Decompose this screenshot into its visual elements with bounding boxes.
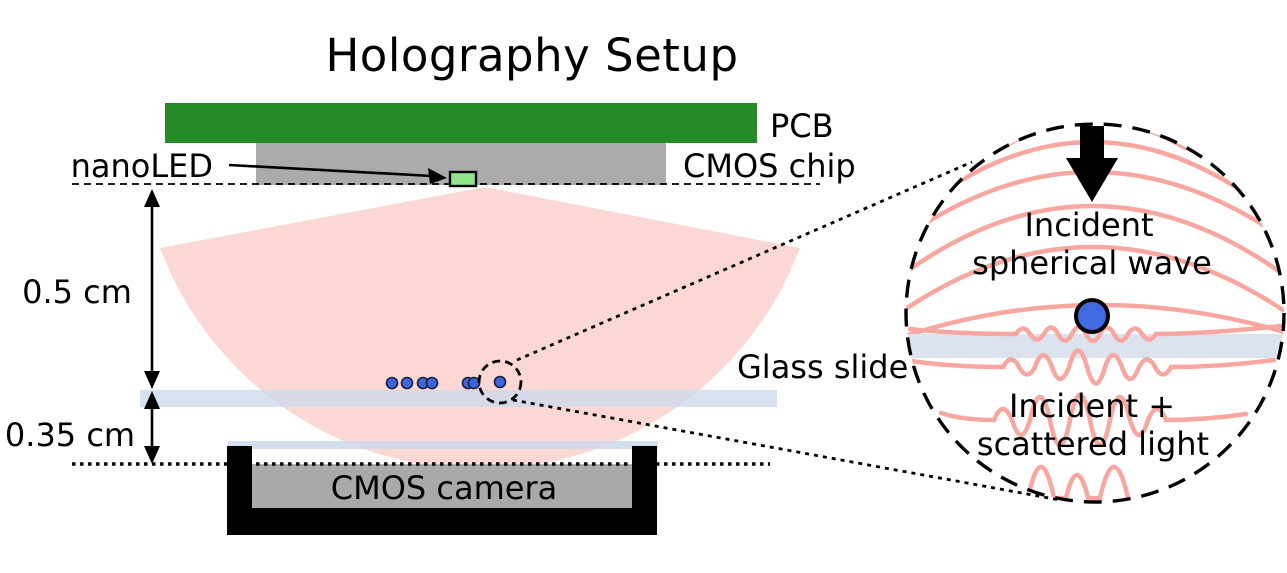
scattered-wave-bottom	[1025, 464, 1131, 501]
scattered-waves	[907, 323, 1284, 501]
scattered-wave-below-1	[908, 348, 1277, 386]
cmos-camera-label: CMOS camera	[331, 469, 557, 507]
arrowhead	[428, 168, 447, 184]
camera-sensor-body	[252, 464, 632, 510]
zoom-connector-bottom	[512, 398, 1061, 502]
particle-dot	[467, 376, 481, 390]
glass-slide-label: Glass slide	[737, 348, 908, 386]
distance-led-slide-label: 0.5 cm	[22, 273, 132, 311]
scattered-light-label-line1: Incident +	[1009, 387, 1175, 425]
distance-slide-camera-label: 0.35 cm	[5, 416, 135, 454]
inset-glass-slide	[906, 334, 1284, 358]
particle-dot	[385, 376, 399, 390]
particle-dot	[425, 376, 439, 390]
zoom-connector-top	[516, 160, 973, 362]
scattered-light-label-line2: scattered light	[977, 425, 1209, 463]
wavefront-arc	[906, 203, 1283, 275]
scattered-wave-slide-top	[907, 323, 1284, 344]
cmos-chip-label: CMOS chip	[683, 147, 856, 185]
incident-direction-arrow	[1066, 126, 1118, 202]
pcb-board	[165, 103, 757, 143]
incident-wave-label-line1: Incident	[1024, 206, 1153, 244]
glass-slide	[140, 390, 777, 407]
nanoled-pointer-arrow	[228, 163, 447, 184]
pcb-label: PCB	[770, 107, 834, 145]
zoom-source-circle	[477, 359, 523, 405]
incident-wave-label-line2: spherical wave	[972, 244, 1212, 282]
camera-housing	[227, 446, 657, 535]
figure-title: Holography Setup	[325, 29, 738, 82]
nanoled-emitter	[448, 170, 478, 188]
particles-on-slide	[385, 375, 507, 390]
zoom-inset-circle	[904, 122, 1286, 504]
scattered-wave-below-2	[938, 393, 1249, 447]
inset-content	[906, 124, 1284, 501]
inset-particle	[1074, 298, 1110, 334]
light-cone	[160, 187, 800, 470]
nanoled-label: nanoLED	[71, 147, 213, 185]
particle-dot	[400, 376, 414, 390]
dimension-arrow-top	[144, 189, 160, 389]
particle-dot	[493, 375, 507, 389]
wavefront-arc	[906, 244, 1284, 313]
dimension-arrow-bottom	[144, 391, 160, 464]
camera-cover-glass	[228, 441, 658, 449]
